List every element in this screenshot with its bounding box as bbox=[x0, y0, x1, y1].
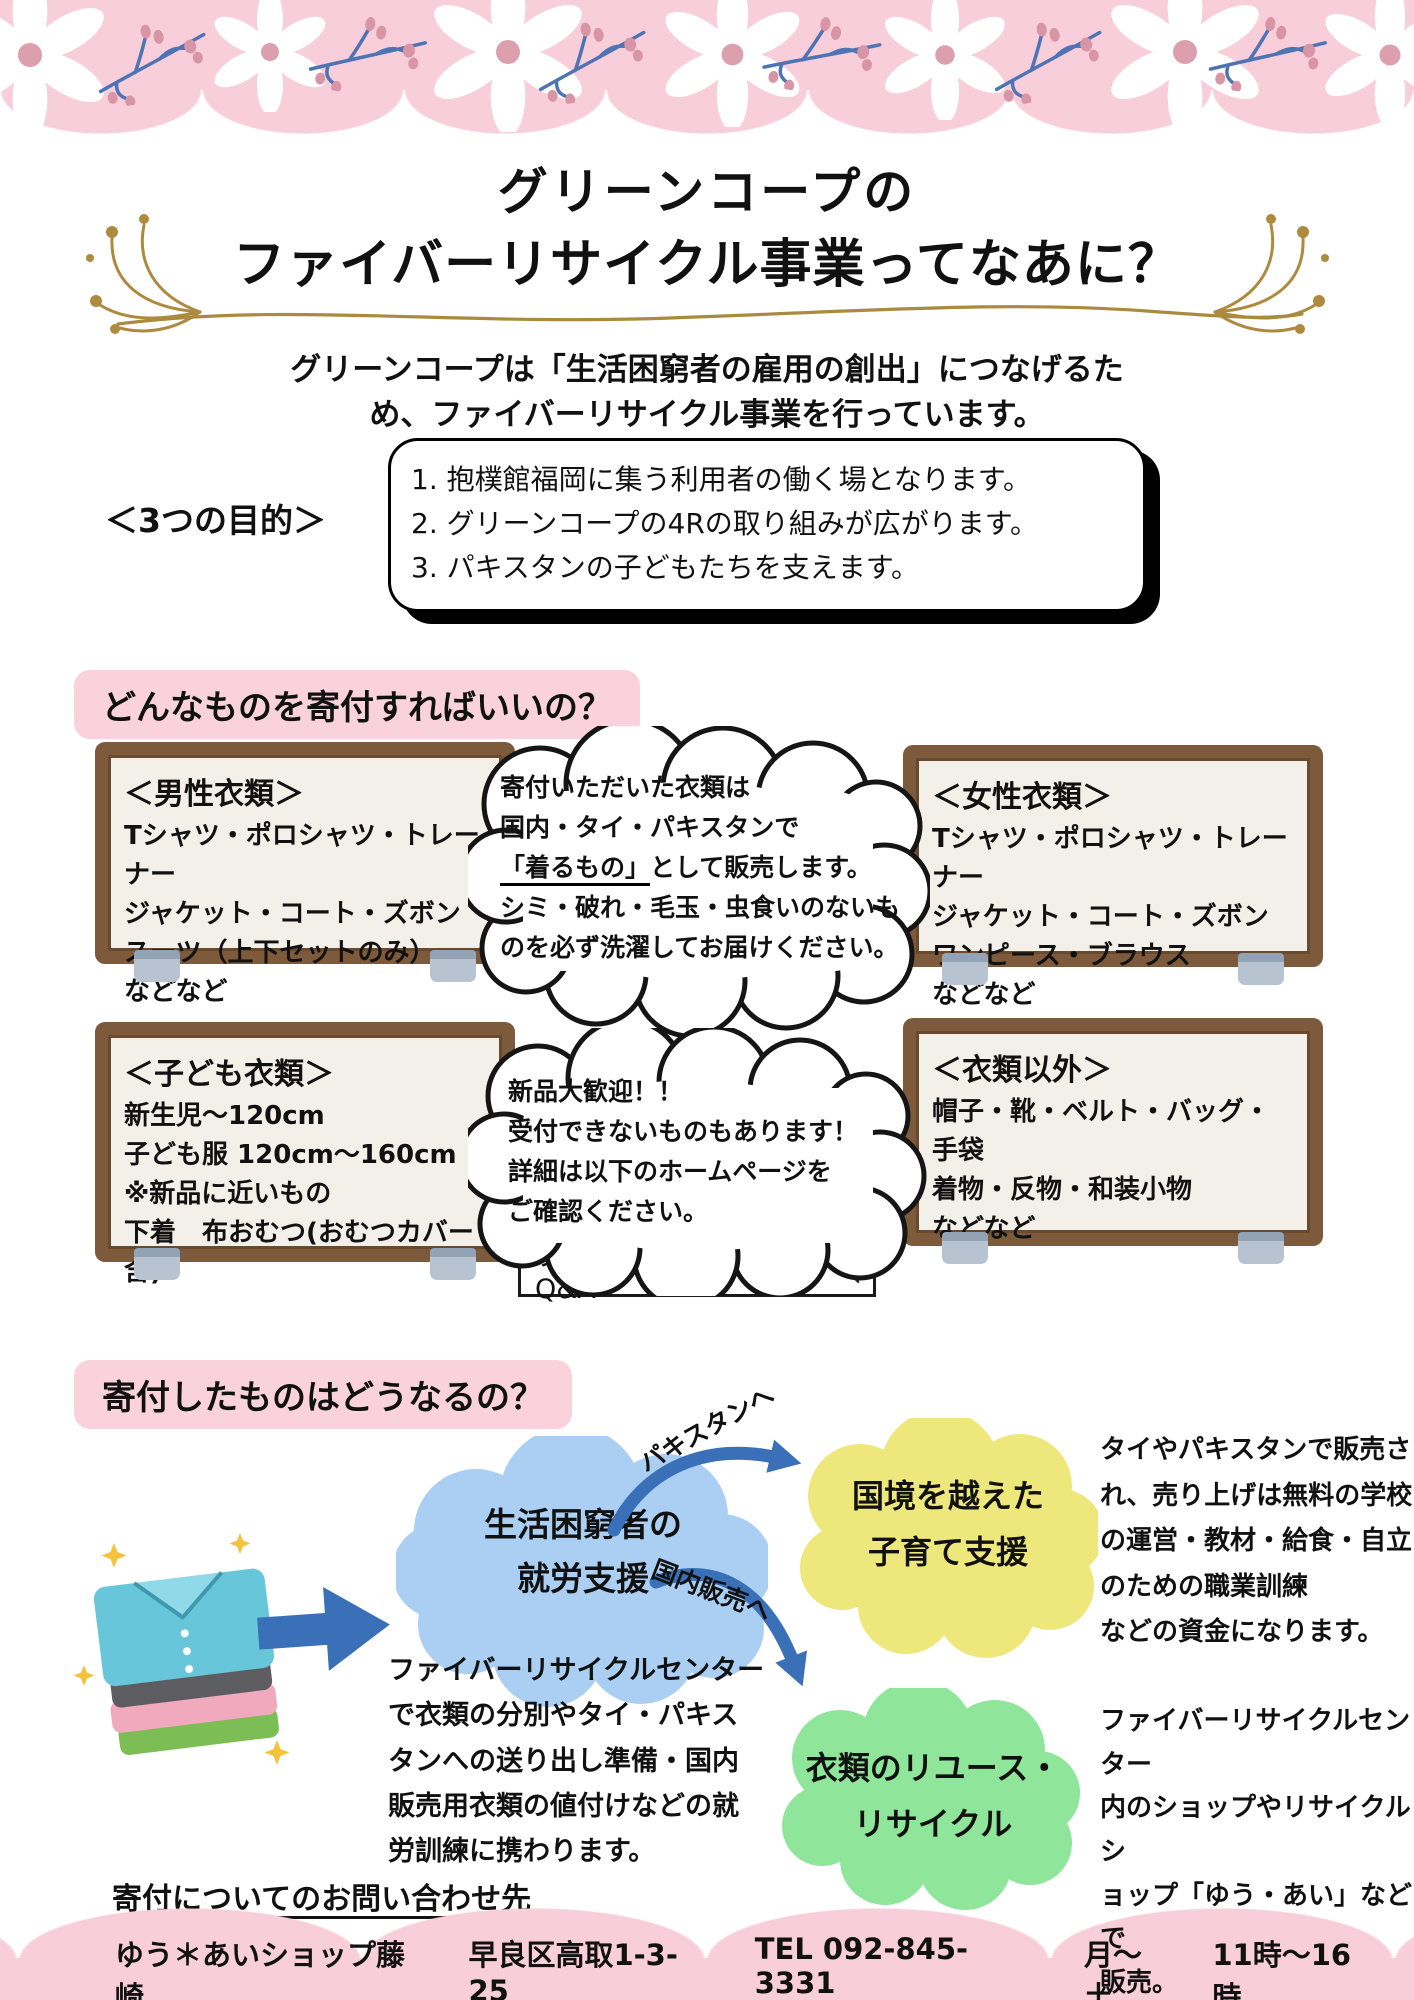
board-women-title: ＜女性衣類＞ bbox=[932, 780, 1112, 815]
board-non-clothing: ＜衣類以外＞ 帽子・靴・ベルト・バッグ・手袋 着物・反物・和装小物 などなど bbox=[903, 1018, 1323, 1264]
cloud-reuse-text: 衣類のリユース・ リサイクル bbox=[805, 1749, 1061, 1843]
bubble-sale-text: 寄付いただいた衣類は 国内・タイ・パキスタンで 「着るもの」として販売します。 … bbox=[500, 768, 912, 968]
board-kids-clothing: ＜子ども衣類＞ 新生児〜120cm 子ども服 120cm〜160cm ※新品に近… bbox=[95, 1022, 515, 1287]
board-kids-title: ＜子ども衣類＞ bbox=[124, 1057, 334, 1092]
arrow-right-icon bbox=[257, 1587, 390, 1671]
shop-address: 早良区高取1-3-25 bbox=[468, 1938, 678, 2000]
gold-wave-divider bbox=[116, 305, 1304, 326]
purpose-item-2: 2. グリーンコープの4Rの取り組みが広がります。 bbox=[411, 507, 1039, 541]
speech-bubble-sale bbox=[468, 726, 930, 1038]
shop-days: 月〜土 bbox=[1083, 1938, 1142, 2000]
cloud-reuse bbox=[782, 1688, 1080, 1910]
board-men-title: ＜男性衣類＞ bbox=[124, 777, 304, 812]
bubble-new-text: 新品大歓迎！！ 受付できないものもあります！ 詳細は以下のホームページを ご確認… bbox=[508, 1077, 859, 1226]
board-other-body: 帽子・靴・ベルト・バッグ・手袋 着物・反物・和装小物 などなど bbox=[932, 1097, 1271, 1244]
bubble-sale-pre: 寄付いただいた衣類は 国内・タイ・パキスタンで bbox=[500, 773, 800, 842]
cloud-overseas bbox=[800, 1418, 1098, 1658]
board-other-title: ＜衣類以外＞ bbox=[932, 1053, 1112, 1088]
board-foot bbox=[430, 950, 476, 982]
page-title-line2: ファイバーリサイクル事業ってなあに？ bbox=[233, 235, 1181, 295]
contact-line: ゆう＊あいショップ藤崎 早良区高取1-3-25 TEL 092-845-3331… bbox=[115, 1932, 1375, 2000]
shop-tel: TEL 092-845-3331 bbox=[754, 1932, 969, 2000]
shop-hours: 11時〜16時 bbox=[1212, 1938, 1352, 2000]
arrow-pakistan bbox=[607, 1439, 802, 1537]
board-foot bbox=[1238, 953, 1284, 985]
note-overseas: タイやパキスタンで販売さ れ、売り上げは無料の学校 の運営・教材・給食・自立 の… bbox=[1100, 1435, 1413, 1647]
board-foot bbox=[942, 953, 988, 985]
page-title-line1: グリーンコープの bbox=[497, 163, 917, 221]
board-foot bbox=[134, 950, 180, 982]
purpose-item-3: 3. パキスタンの子どもたちを支えます。 bbox=[411, 551, 919, 585]
cloud-overseas-text: 国境を越えた 子育て支援 bbox=[851, 1477, 1044, 1571]
bubble-sale-underlined: 「着るもの」 bbox=[500, 853, 651, 886]
board-women-clothing: ＜女性衣類＞ Tシャツ・ポロシャツ・トレーナー ジャケット・コート・ズボン ワン… bbox=[903, 745, 1323, 1010]
board-foot bbox=[430, 1248, 476, 1280]
note-center: ファイバーリサイクルセンター で衣類の分別やタイ・パキス タンへの送り出し準備・… bbox=[388, 1655, 765, 1868]
cloud-support bbox=[396, 1436, 768, 1707]
note-reuse: ファイバーリサイクルセンター 内のショップやリサイクルシ ョップ「ゆう・あい」な… bbox=[1100, 1706, 1413, 1999]
footer-band-scallop bbox=[0, 1908, 1414, 1960]
bubble-sale-post: として販売します。 シミ・破れ・毛玉・虫食いのないも のを必ず洗濯してお届けくだ… bbox=[500, 853, 901, 962]
cloud-support-text: 生活困窮者の 就労支援 bbox=[484, 1505, 682, 1599]
speech-bubble-new bbox=[468, 1028, 927, 1296]
shop-name: ゆう＊あいショップ藤崎 bbox=[115, 1938, 406, 2000]
section-heading-donate: どんなものを寄付すればいいの？ bbox=[74, 670, 640, 739]
board-women-body: Tシャツ・ポロシャツ・トレーナー ジャケット・コート・ズボン ワンピース・ブラウ… bbox=[932, 824, 1288, 1010]
flower-border-icon bbox=[0, 0, 1414, 135]
footer-band bbox=[0, 1958, 1414, 2000]
board-men-body: Tシャツ・ポロシャツ・トレーナー ジャケット・コート・ズボン スーツ（上下セット… bbox=[124, 821, 480, 1007]
purpose-item-1: 1. 抱樸館福岡に集う利用者の働く場となります。 bbox=[411, 463, 1031, 496]
board-men-clothing: ＜男性衣類＞ Tシャツ・ポロシャツ・トレーナー ジャケット・コート・ズボン スー… bbox=[95, 742, 515, 1007]
purposes-box: 1. 抱樸館福岡に集う利用者の働く場となります。 2. グリーンコープの4Rの取… bbox=[388, 438, 1146, 612]
lead-text: グリーンコープは「生活困窮者の雇用の創出」につなげるた め、ファイバーリサイクル… bbox=[290, 352, 1124, 433]
arrow-domestic bbox=[649, 1568, 807, 1687]
board-foot bbox=[1238, 1232, 1284, 1264]
board-foot bbox=[942, 1232, 988, 1264]
folded-clothes-icon bbox=[73, 1533, 290, 1765]
board-foot bbox=[134, 1248, 180, 1280]
purposes-label: ＜3つの目的＞ bbox=[105, 501, 326, 540]
section-heading-flow: 寄付したものはどうなるの？ bbox=[74, 1360, 572, 1429]
gold-flourish-left-icon bbox=[86, 214, 202, 334]
